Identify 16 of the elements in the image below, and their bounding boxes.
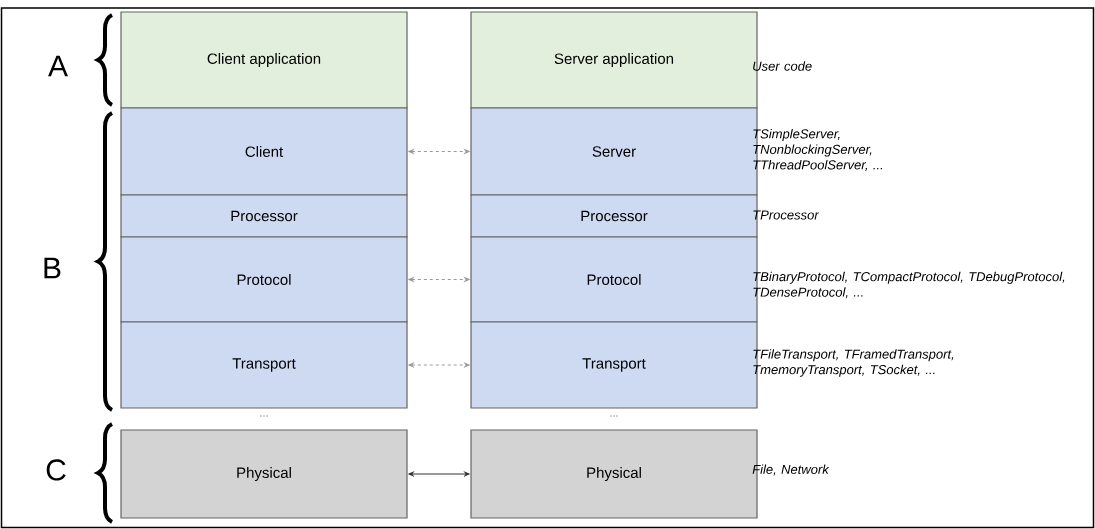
layer-box: Transport — [120, 321, 408, 409]
layer-box: Protocol — [120, 236, 408, 323]
class-note: TFileTransport, TFramedTransport, TmemoryTransport, TSocket, ... — [753, 349, 954, 377]
ellipsis: ... — [260, 415, 268, 417]
class-note: TBinaryProtocol, TCompactProtocol, TDebugProtocol, TDenseProtocol, ... — [753, 271, 1065, 299]
layer-box: Client application — [120, 11, 408, 109]
layer-letter: A — [48, 55, 68, 77]
layer-letter: B — [44, 257, 61, 279]
layer-box: Physical — [120, 429, 408, 519]
class-note: User code — [753, 61, 812, 71]
layer-box: Processor — [120, 194, 408, 238]
ellipsis: ... — [610, 415, 618, 417]
class-note: File, Network — [752, 464, 830, 476]
layer-letter: C — [46, 459, 66, 481]
class-note: TSimpleServer, TNonblockingServer, TThreadPoolServer, ... — [753, 128, 883, 172]
class-note: TProcessor — [753, 210, 820, 220]
